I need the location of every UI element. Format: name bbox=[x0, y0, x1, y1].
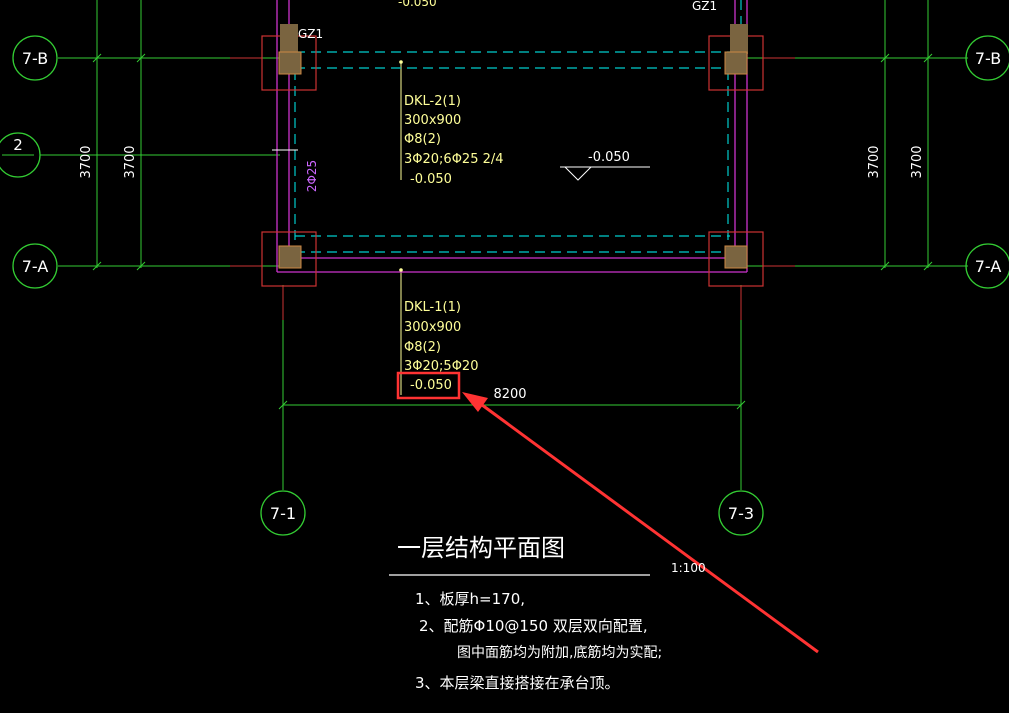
axis-label-7b: 7-B bbox=[22, 49, 48, 68]
axis-bubble-2 bbox=[0, 132, 41, 178]
title-block: 一层结构平面图 1:100 1、板厚h=170, 2、配筋Φ10@150 双层双… bbox=[389, 534, 706, 692]
top-cut-level: -0.050 bbox=[398, 0, 437, 9]
beam1-stirrup: Φ8(2) bbox=[404, 340, 441, 355]
beam1-rebar: 3Φ20;5Φ20 bbox=[404, 359, 478, 374]
beam2-size: 300x900 bbox=[404, 113, 461, 128]
axis-label-7b-right: 7-B bbox=[975, 49, 1001, 68]
grid-lines bbox=[40, 0, 968, 490]
highlight-annotation bbox=[396, 371, 819, 654]
beam2-rebar: 3Φ20;6Φ25 2/4 bbox=[404, 152, 504, 167]
dim-left-inner: 3700 bbox=[123, 145, 138, 178]
column-bottom-right bbox=[708, 231, 764, 287]
beam1-size: 300x900 bbox=[404, 320, 461, 335]
dim-right-inner: 3700 bbox=[867, 145, 882, 178]
slab-level-marker: -0.050 bbox=[560, 150, 650, 181]
gz-label-right: GZ1 bbox=[692, 0, 717, 13]
axis-bubble-71 bbox=[260, 490, 306, 536]
axis-bubble-7b bbox=[12, 35, 58, 81]
slab-level-text: -0.050 bbox=[588, 150, 630, 165]
axis-bubble-73 bbox=[718, 490, 764, 536]
arrow-shaft bbox=[477, 400, 819, 654]
beam-dashed-lines bbox=[294, 0, 742, 253]
axis-label-7a: 7-A bbox=[22, 257, 49, 276]
column-bottom-left bbox=[261, 231, 317, 287]
column-top-right bbox=[708, 24, 764, 91]
note-1: 1、板厚h=170, bbox=[415, 590, 525, 608]
arrow-head bbox=[462, 392, 488, 412]
dimension-texts: 3700 3700 3700 3700 8200 bbox=[79, 145, 925, 402]
beam2-stirrup: Φ8(2) bbox=[404, 132, 441, 147]
beam2-name: DKL-2(1) bbox=[404, 94, 461, 109]
slab-edge bbox=[276, 0, 748, 273]
axis-label-7a-right: 7-A bbox=[975, 257, 1002, 276]
beam-dkl2-annotation: DKL-2(1) 300x900 Φ8(2) 3Φ20;6Φ25 2/4 -0.… bbox=[399, 60, 504, 187]
axis-label-71: 7-1 bbox=[270, 504, 296, 523]
beam1-name: DKL-1(1) bbox=[404, 300, 461, 315]
highlight-box bbox=[396, 371, 461, 400]
note-2: 2、配筋Φ10@150 双层双向配置, bbox=[419, 617, 648, 635]
column-top-left bbox=[261, 24, 317, 91]
axis-label-2: 2 bbox=[13, 136, 23, 154]
axis-label-73: 7-3 bbox=[728, 504, 754, 523]
gz-label-left: GZ1 bbox=[298, 27, 323, 41]
note-3: 3、本层梁直接搭接在承台顶。 bbox=[415, 674, 620, 692]
axis-bubble-7a-right bbox=[965, 243, 1009, 289]
dim-left-outer: 3700 bbox=[79, 145, 94, 178]
beam-stubs bbox=[230, 57, 795, 320]
beam2-level: -0.050 bbox=[410, 172, 452, 187]
columns bbox=[261, 24, 764, 287]
beam1-level: -0.050 bbox=[410, 378, 452, 393]
drawing-title: 一层结构平面图 bbox=[397, 534, 565, 562]
beam-dkl1-annotation: DKL-1(1) 300x900 Φ8(2) 3Φ20;5Φ20 -0.050 bbox=[399, 268, 478, 393]
axis-bubble-7a bbox=[12, 243, 58, 289]
note-2-continued: 图中面筋均为附加,底筋均为实配; bbox=[457, 644, 662, 661]
dim-span: 8200 bbox=[493, 387, 526, 402]
axis-labels: 7-B 7-B 2 7-A 7-A 7-1 7-3 bbox=[13, 49, 1001, 523]
axis-bubble-7b-right bbox=[965, 35, 1009, 81]
side-rebar-label: 2Φ25 bbox=[305, 160, 319, 192]
dim-right-outer: 3700 bbox=[910, 145, 925, 178]
axis-bubbles bbox=[0, 35, 1009, 536]
drawing-scale: 1:100 bbox=[671, 561, 706, 575]
